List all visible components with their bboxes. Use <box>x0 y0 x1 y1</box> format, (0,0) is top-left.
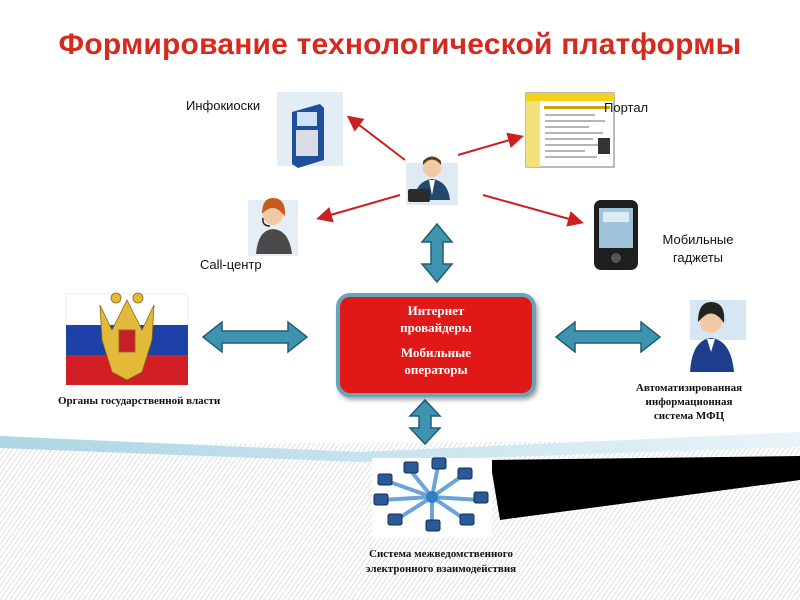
double-arrow-vertical-bottom <box>408 398 442 446</box>
label-infokiosks: Инфокиоски <box>186 98 261 113</box>
label-smev-line1: Система межведомственного <box>369 548 513 560</box>
center-line3: Мобильные <box>400 345 472 360</box>
label-call-center: Call-центр <box>200 257 262 272</box>
center-line1: Интернет <box>407 303 465 318</box>
center-line2: провайдеры <box>400 320 472 335</box>
label-smev-line2: электронного взаимодействия <box>365 563 517 575</box>
double-arrow-right <box>554 320 662 354</box>
label-smev: Система межведомственного электронного в… <box>336 547 546 577</box>
label-mobile-gadgets-line2: гаджеты <box>672 250 724 265</box>
double-arrow-left <box>201 320 309 354</box>
arrow-to-callcenter <box>316 194 401 223</box>
label-gov-bodies: Органы государственной власти <box>58 395 221 407</box>
providers-operators-box: Интернет провайдеры Мобильные операторы <box>336 293 536 397</box>
label-mfc-line2: информационная <box>645 396 733 408</box>
label-mfc: Автоматизированная информационная систем… <box>618 381 760 423</box>
double-arrow-vertical-top <box>420 222 454 284</box>
floor-blue-band <box>0 432 800 462</box>
arrow-to-gadgets <box>482 194 584 227</box>
label-mobile-gadgets: Мобильные гаджеты <box>652 231 744 267</box>
label-mobile-gadgets-line1: Мобильные <box>662 232 734 247</box>
floor-black-band <box>490 456 800 520</box>
arrow-to-portal <box>457 132 524 156</box>
center-line4: операторы <box>404 362 468 377</box>
label-mfc-line1: Автоматизированная <box>635 382 743 394</box>
label-portal: Портал <box>604 100 649 115</box>
arrow-to-infokiosks <box>346 115 406 161</box>
page-title: Формирование технологической платформы <box>58 28 742 61</box>
label-mfc-line3: система МФЦ <box>653 410 725 422</box>
